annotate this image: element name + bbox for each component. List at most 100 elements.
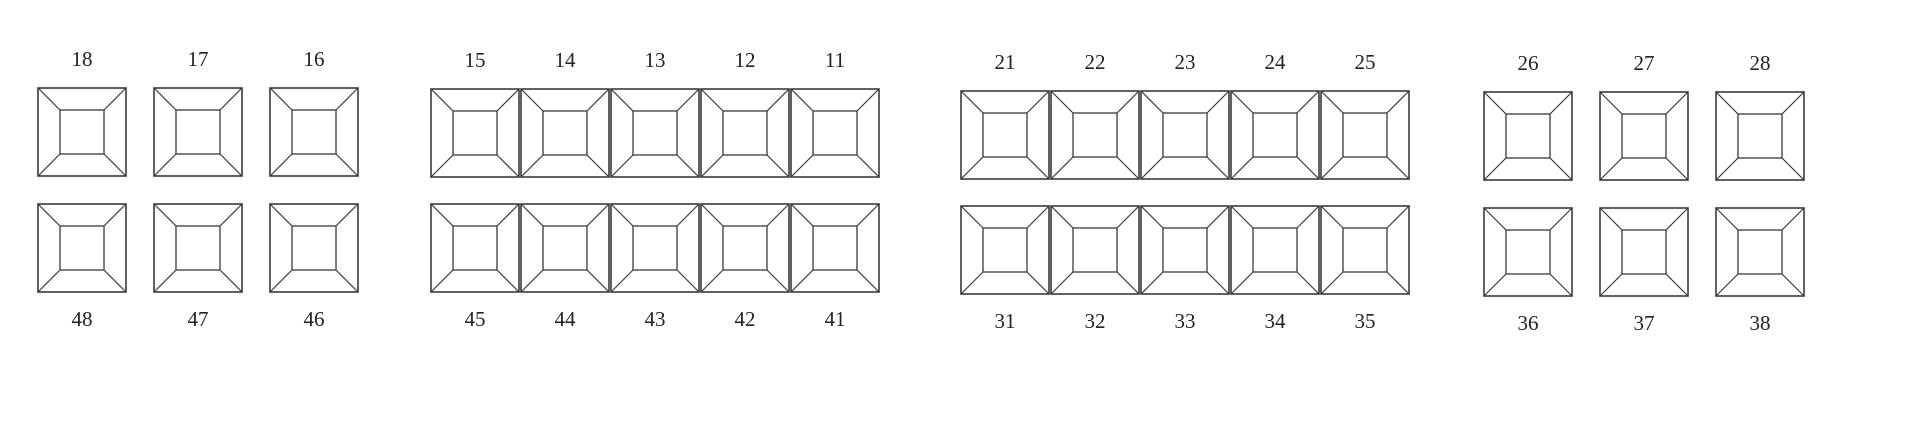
tooth-inner-square (1162, 227, 1208, 273)
tooth-37[interactable] (1599, 207, 1689, 297)
tooth-surface-divider (856, 154, 880, 178)
tooth-surface-divider (1599, 91, 1623, 115)
tooth-41[interactable] (790, 203, 880, 293)
tooth-22[interactable] (1050, 90, 1140, 180)
tooth-inner-square (812, 110, 858, 156)
tooth-46[interactable] (269, 203, 359, 293)
tooth-inner-square (291, 225, 337, 271)
tooth-38[interactable] (1715, 207, 1805, 297)
tooth-surface-divider (1715, 157, 1739, 181)
tooth-surface-divider (1206, 205, 1230, 229)
tooth-surface-divider (586, 203, 610, 227)
tooth-surface-divider (1715, 91, 1739, 115)
tooth-inner-square (1252, 112, 1298, 158)
tooth-surface-divider (520, 88, 544, 112)
tooth-45[interactable] (430, 203, 520, 293)
tooth-32[interactable] (1050, 205, 1140, 295)
tooth-surface-divider (700, 269, 724, 293)
tooth-surface-divider (219, 87, 243, 111)
tooth-inner-square (1342, 227, 1388, 273)
tooth-outer-square (1230, 90, 1320, 180)
tooth-surface-divider (766, 269, 790, 293)
tooth-surface-divider (1549, 157, 1573, 181)
tooth-44[interactable] (520, 203, 610, 293)
tooth-surface-divider (1665, 91, 1689, 115)
tooth-33[interactable] (1140, 205, 1230, 295)
tooth-17[interactable] (153, 87, 243, 177)
tooth-surface-divider (856, 269, 880, 293)
tooth-35[interactable] (1320, 205, 1410, 295)
tooth-34[interactable] (1230, 205, 1320, 295)
tooth-surface-divider (1320, 90, 1344, 114)
tooth-surface-divider (1549, 273, 1573, 297)
tooth-inner-square (542, 110, 588, 156)
tooth-surface-divider (676, 88, 700, 112)
tooth-27[interactable] (1599, 91, 1689, 181)
tooth-inner-square (542, 225, 588, 271)
tooth-surface-divider (103, 203, 127, 227)
tooth-surface-divider (1715, 207, 1739, 231)
tooth-outer-square (790, 203, 880, 293)
tooth-outer-square (37, 87, 127, 177)
tooth-43[interactable] (610, 203, 700, 293)
tooth-surface-divider (1230, 271, 1254, 295)
tooth-surface-divider (520, 154, 544, 178)
tooth-number-label: 24 (1265, 50, 1287, 74)
tooth-surface-divider (269, 203, 293, 227)
tooth-inner-square (452, 110, 498, 156)
tooth-inner-square (1342, 112, 1388, 158)
tooth-surface-divider (766, 203, 790, 227)
tooth-surface-divider (1116, 205, 1140, 229)
tooth-28[interactable] (1715, 91, 1805, 181)
tooth-outer-square (37, 203, 127, 293)
tooth-outer-square (1320, 90, 1410, 180)
tooth-21[interactable] (960, 90, 1050, 180)
tooth-13[interactable] (610, 88, 700, 178)
tooth-23[interactable] (1140, 90, 1230, 180)
tooth-24[interactable] (1230, 90, 1320, 180)
tooth-inner-square (1072, 112, 1118, 158)
tooth-surface-divider (960, 90, 984, 114)
tooth-outer-square (1140, 205, 1230, 295)
tooth-surface-divider (1026, 90, 1050, 114)
tooth-26[interactable] (1483, 91, 1573, 181)
tooth-surface-divider (1599, 207, 1623, 231)
tooth-surface-divider (1665, 157, 1689, 181)
tooth-25[interactable] (1320, 90, 1410, 180)
tooth-outer-square (520, 203, 610, 293)
tooth-surface-divider (1116, 271, 1140, 295)
tooth-surface-divider (1296, 90, 1320, 114)
tooth-inner-square (1072, 227, 1118, 273)
tooth-31[interactable] (960, 205, 1050, 295)
tooth-surface-divider (153, 87, 177, 111)
tooth-surface-divider (269, 87, 293, 111)
tooth-42[interactable] (700, 203, 790, 293)
tooth-11[interactable] (790, 88, 880, 178)
tooth-47[interactable] (153, 203, 243, 293)
tooth-surface-divider (790, 154, 814, 178)
tooth-outer-square (430, 88, 520, 178)
tooth-surface-divider (960, 271, 984, 295)
tooth-15[interactable] (430, 88, 520, 178)
tooth-surface-divider (1140, 156, 1164, 180)
tooth-number-label: 22 (1085, 50, 1106, 74)
tooth-inner-square (982, 227, 1028, 273)
tooth-14[interactable] (520, 88, 610, 178)
tooth-outer-square (1050, 205, 1140, 295)
tooth-surface-divider (1296, 271, 1320, 295)
tooth-inner-square (982, 112, 1028, 158)
tooth-outer-square (269, 203, 359, 293)
tooth-12[interactable] (700, 88, 790, 178)
tooth-36[interactable] (1483, 207, 1573, 297)
tooth-number-label: 42 (735, 307, 756, 331)
tooth-surface-divider (430, 88, 454, 112)
tooth-number-label: 21 (995, 50, 1016, 74)
tooth-18[interactable] (37, 87, 127, 177)
tooth-outer-square (1230, 205, 1320, 295)
tooth-48[interactable] (37, 203, 127, 293)
tooth-surface-divider (1665, 273, 1689, 297)
tooth-inner-square (1505, 113, 1551, 159)
tooth-outer-square (700, 88, 790, 178)
tooth-number-label: 41 (825, 307, 846, 331)
tooth-16[interactable] (269, 87, 359, 177)
